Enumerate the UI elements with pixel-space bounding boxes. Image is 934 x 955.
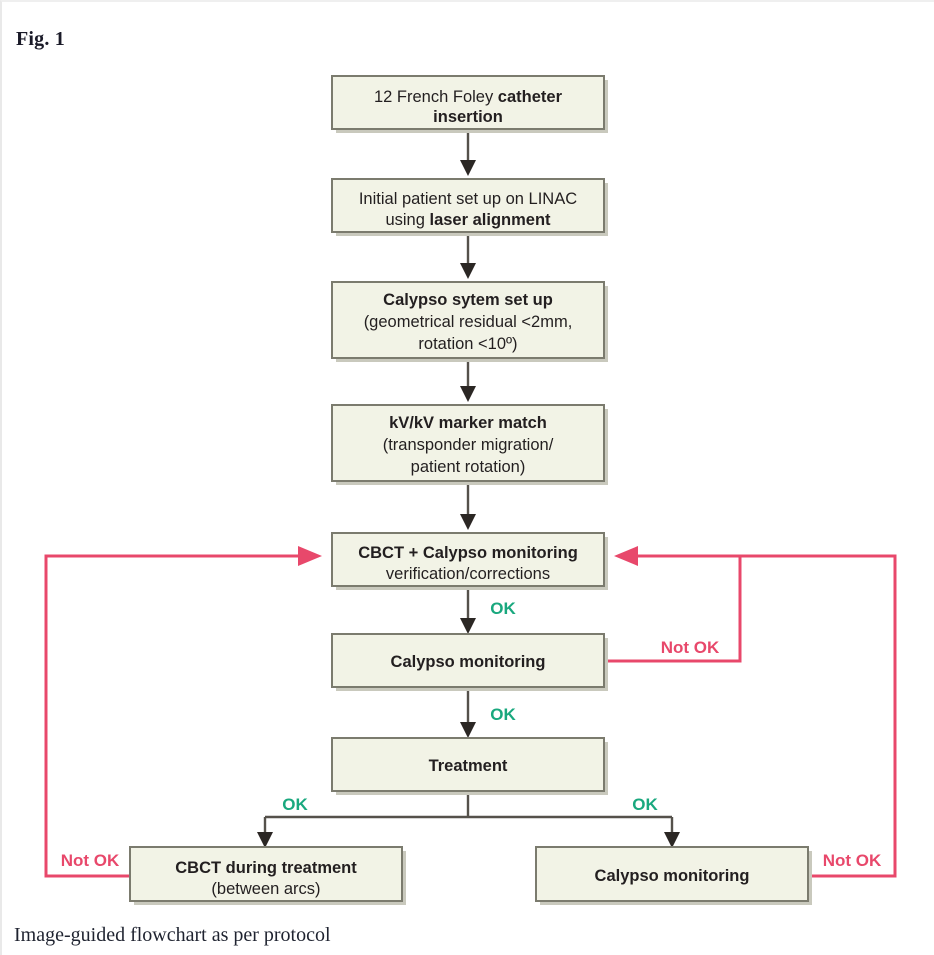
node-cbct-calypso-line2: verification/corrections: [386, 565, 550, 583]
node-calypso-setup-line2: (geometrical residual <2mm,: [364, 313, 573, 331]
node-calypso-monitoring-bottom[interactable]: Calypso monitoring: [535, 846, 812, 905]
node-calypso-mon2-line1: Calypso monitoring: [595, 867, 750, 885]
node-calypso-monitoring-mid[interactable]: Calypso monitoring: [331, 633, 608, 691]
node-calypso-setup-line3: rotation <10º): [418, 335, 517, 353]
flow-arrowhead-3: [460, 386, 476, 402]
node-calypso-mon-rect: [331, 633, 605, 688]
node-kvkv-marker-match[interactable]: kV/kV marker match (transponder migratio…: [331, 404, 608, 485]
node-setup-rect: [331, 178, 605, 233]
node-kvkv-line1: kV/kV marker match: [389, 414, 547, 432]
figure-label: Fig. 1: [16, 28, 65, 50]
node-catheter-rect: [331, 75, 605, 130]
flow-connector-calypso-kvkv: [460, 360, 476, 402]
node-setup-line2-normal: using: [385, 211, 429, 229]
flow-arrowhead-right-branch: [664, 832, 680, 848]
node-treatment-rect: [331, 737, 605, 792]
node-treatment[interactable]: Treatment: [331, 737, 608, 795]
edge-label-ok-4: OK: [632, 795, 658, 814]
node-catheter-insertion[interactable]: 12 French Foley catheter insertion: [331, 75, 608, 133]
flow-connector-setup-calypso: [460, 232, 476, 279]
edge-label-ok-2: OK: [490, 705, 516, 724]
node-cbct-during-treatment[interactable]: CBCT during treatment (between arcs): [129, 846, 406, 905]
node-catheter-line2: insertion: [433, 108, 503, 126]
node-initial-setup[interactable]: Initial patient set up on LINAC using la…: [331, 178, 608, 236]
node-calypso-setup-line1: Calypso sytem set up: [383, 291, 553, 309]
node-setup-line2-bold: laser alignment: [429, 211, 551, 229]
flow-arrowhead-2: [460, 263, 476, 279]
node-calypso-mon-line1: Calypso monitoring: [391, 653, 546, 671]
node-kvkv-rect: [331, 404, 605, 482]
flow-split-path: [263, 791, 674, 836]
node-cbct-calypso-monitoring[interactable]: CBCT + Calypso monitoring verification/c…: [331, 532, 608, 590]
flowchart-diagram: 12 French Foley catheter insertion Initi…: [44, 75, 897, 905]
node-cbct-calypso-rect: [331, 532, 605, 587]
node-calypso-setup-rect: [331, 281, 605, 359]
flow-connector-treatment-split: [257, 791, 680, 848]
flow-arrowhead-1: [460, 160, 476, 176]
flow-arrowhead-6: [460, 722, 476, 738]
node-treatment-line1: Treatment: [429, 757, 508, 775]
edge-label-ok-3: OK: [282, 795, 308, 814]
flow-connector-cbct-calypsomon: [460, 586, 476, 634]
node-setup-line1: Initial patient set up on LINAC: [359, 190, 577, 208]
flow-connector-kvkv-cbct: [460, 483, 476, 530]
flow-connector-calypsomon-treatment: [460, 688, 476, 738]
feedback-loop-right-inner: [604, 546, 742, 663]
node-catheter-line1-bold: catheter: [498, 88, 563, 106]
feedback-loop-right-outer: [638, 554, 897, 878]
node-cbct-during-rect: [129, 846, 403, 902]
flow-arrowhead-4: [460, 514, 476, 530]
node-catheter-line1: 12 French Foley catheter: [374, 88, 563, 106]
edge-label-not-ok-3: Not OK: [823, 851, 882, 870]
node-calypso-mon2-rect: [535, 846, 809, 902]
flow-connector-catheter-setup: [460, 129, 476, 176]
edge-label-not-ok-2: Not OK: [61, 851, 120, 870]
loop-path-right-inner: [604, 554, 742, 663]
edge-label-not-ok-1: Not OK: [661, 638, 720, 657]
node-kvkv-line2: (transponder migration/: [383, 436, 554, 454]
figure-caption: Image-guided flowchart as per protocol: [14, 924, 331, 946]
node-cbct-calypso-line1: CBCT + Calypso monitoring: [358, 544, 578, 562]
flow-arrowhead-5: [460, 618, 476, 634]
loop-path-left: [44, 554, 298, 878]
node-cbct-during-line1: CBCT during treatment: [175, 859, 357, 877]
node-catheter-line1-normal: 12 French Foley: [374, 88, 498, 106]
node-setup-line2: using laser alignment: [385, 211, 551, 229]
flow-arrowhead-left-branch: [257, 832, 273, 848]
loop-arrowhead-left: [298, 546, 322, 566]
feedback-loop-left: [44, 546, 322, 878]
node-calypso-system-setup[interactable]: Calypso sytem set up (geometrical residu…: [331, 281, 608, 362]
edge-label-ok-1: OK: [490, 599, 516, 618]
node-cbct-during-line2: (between arcs): [211, 880, 320, 898]
loop-arrowhead-right: [614, 546, 638, 566]
node-kvkv-line3: patient rotation): [411, 458, 526, 476]
loop-path-right-outer: [638, 554, 897, 878]
